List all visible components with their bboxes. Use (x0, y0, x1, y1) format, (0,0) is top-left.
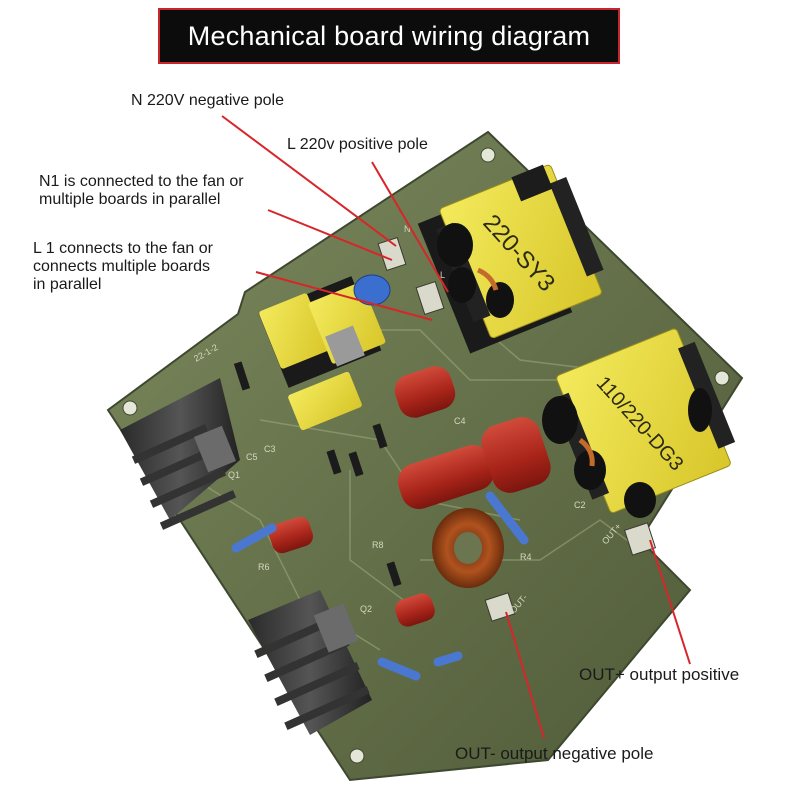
silk-c5: C5 (246, 452, 258, 462)
label-n1-line1: N1 is connected to the fan or (39, 173, 244, 190)
silk-q2: Q2 (360, 604, 372, 614)
transformer-220-sy3: 220-SY3 (417, 164, 604, 354)
pointer-lines (221, 115, 691, 739)
pointer-n1 (267, 209, 393, 261)
title-banner: Mechanical board wiring diagram (158, 8, 620, 64)
heatsink-upper (120, 378, 240, 530)
resistors (231, 491, 529, 681)
label-n1-line2: multiple boards in parallel (39, 191, 221, 208)
toroid-inductor (432, 508, 504, 588)
label-l220: L 220v positive pole (287, 136, 428, 153)
diodes (233, 361, 402, 587)
label-out-minus: OUT- output negative pole (455, 744, 654, 763)
label-l1-line1: L 1 connects to the fan or (33, 240, 213, 257)
page-title: Mechanical board wiring diagram (187, 20, 591, 51)
pointer-out-minus (505, 611, 545, 739)
silk-l: L (440, 270, 445, 280)
film-capacitors (268, 366, 551, 627)
pointer-out-plus (649, 539, 691, 665)
pointer-n220 (221, 115, 397, 247)
transformer-110-220-dg3: 110/220-DG3 (542, 328, 736, 518)
silk-c4: C4 (454, 416, 466, 426)
silk-r6: R6 (258, 562, 270, 572)
label-n220: N 220V negative pole (131, 92, 284, 109)
label-out-plus: OUT+ output positive (579, 665, 740, 684)
silk-q1: Q1 (228, 470, 240, 480)
label-l1-line3: in parallel (33, 276, 102, 293)
heatsink-lower (248, 590, 372, 735)
silk-r4: R4 (520, 552, 532, 562)
silk-c3: C3 (264, 444, 276, 454)
small-transformer (258, 276, 386, 431)
label-l1-line2: connects multiple boards (33, 258, 210, 275)
pointer-l1 (255, 271, 433, 321)
pointer-l220 (371, 161, 449, 293)
silk-n: N (404, 224, 411, 234)
ceramic-capacitor (353, 274, 391, 306)
silk-c2: C2 (574, 500, 586, 510)
silk-r8: R8 (372, 540, 384, 550)
